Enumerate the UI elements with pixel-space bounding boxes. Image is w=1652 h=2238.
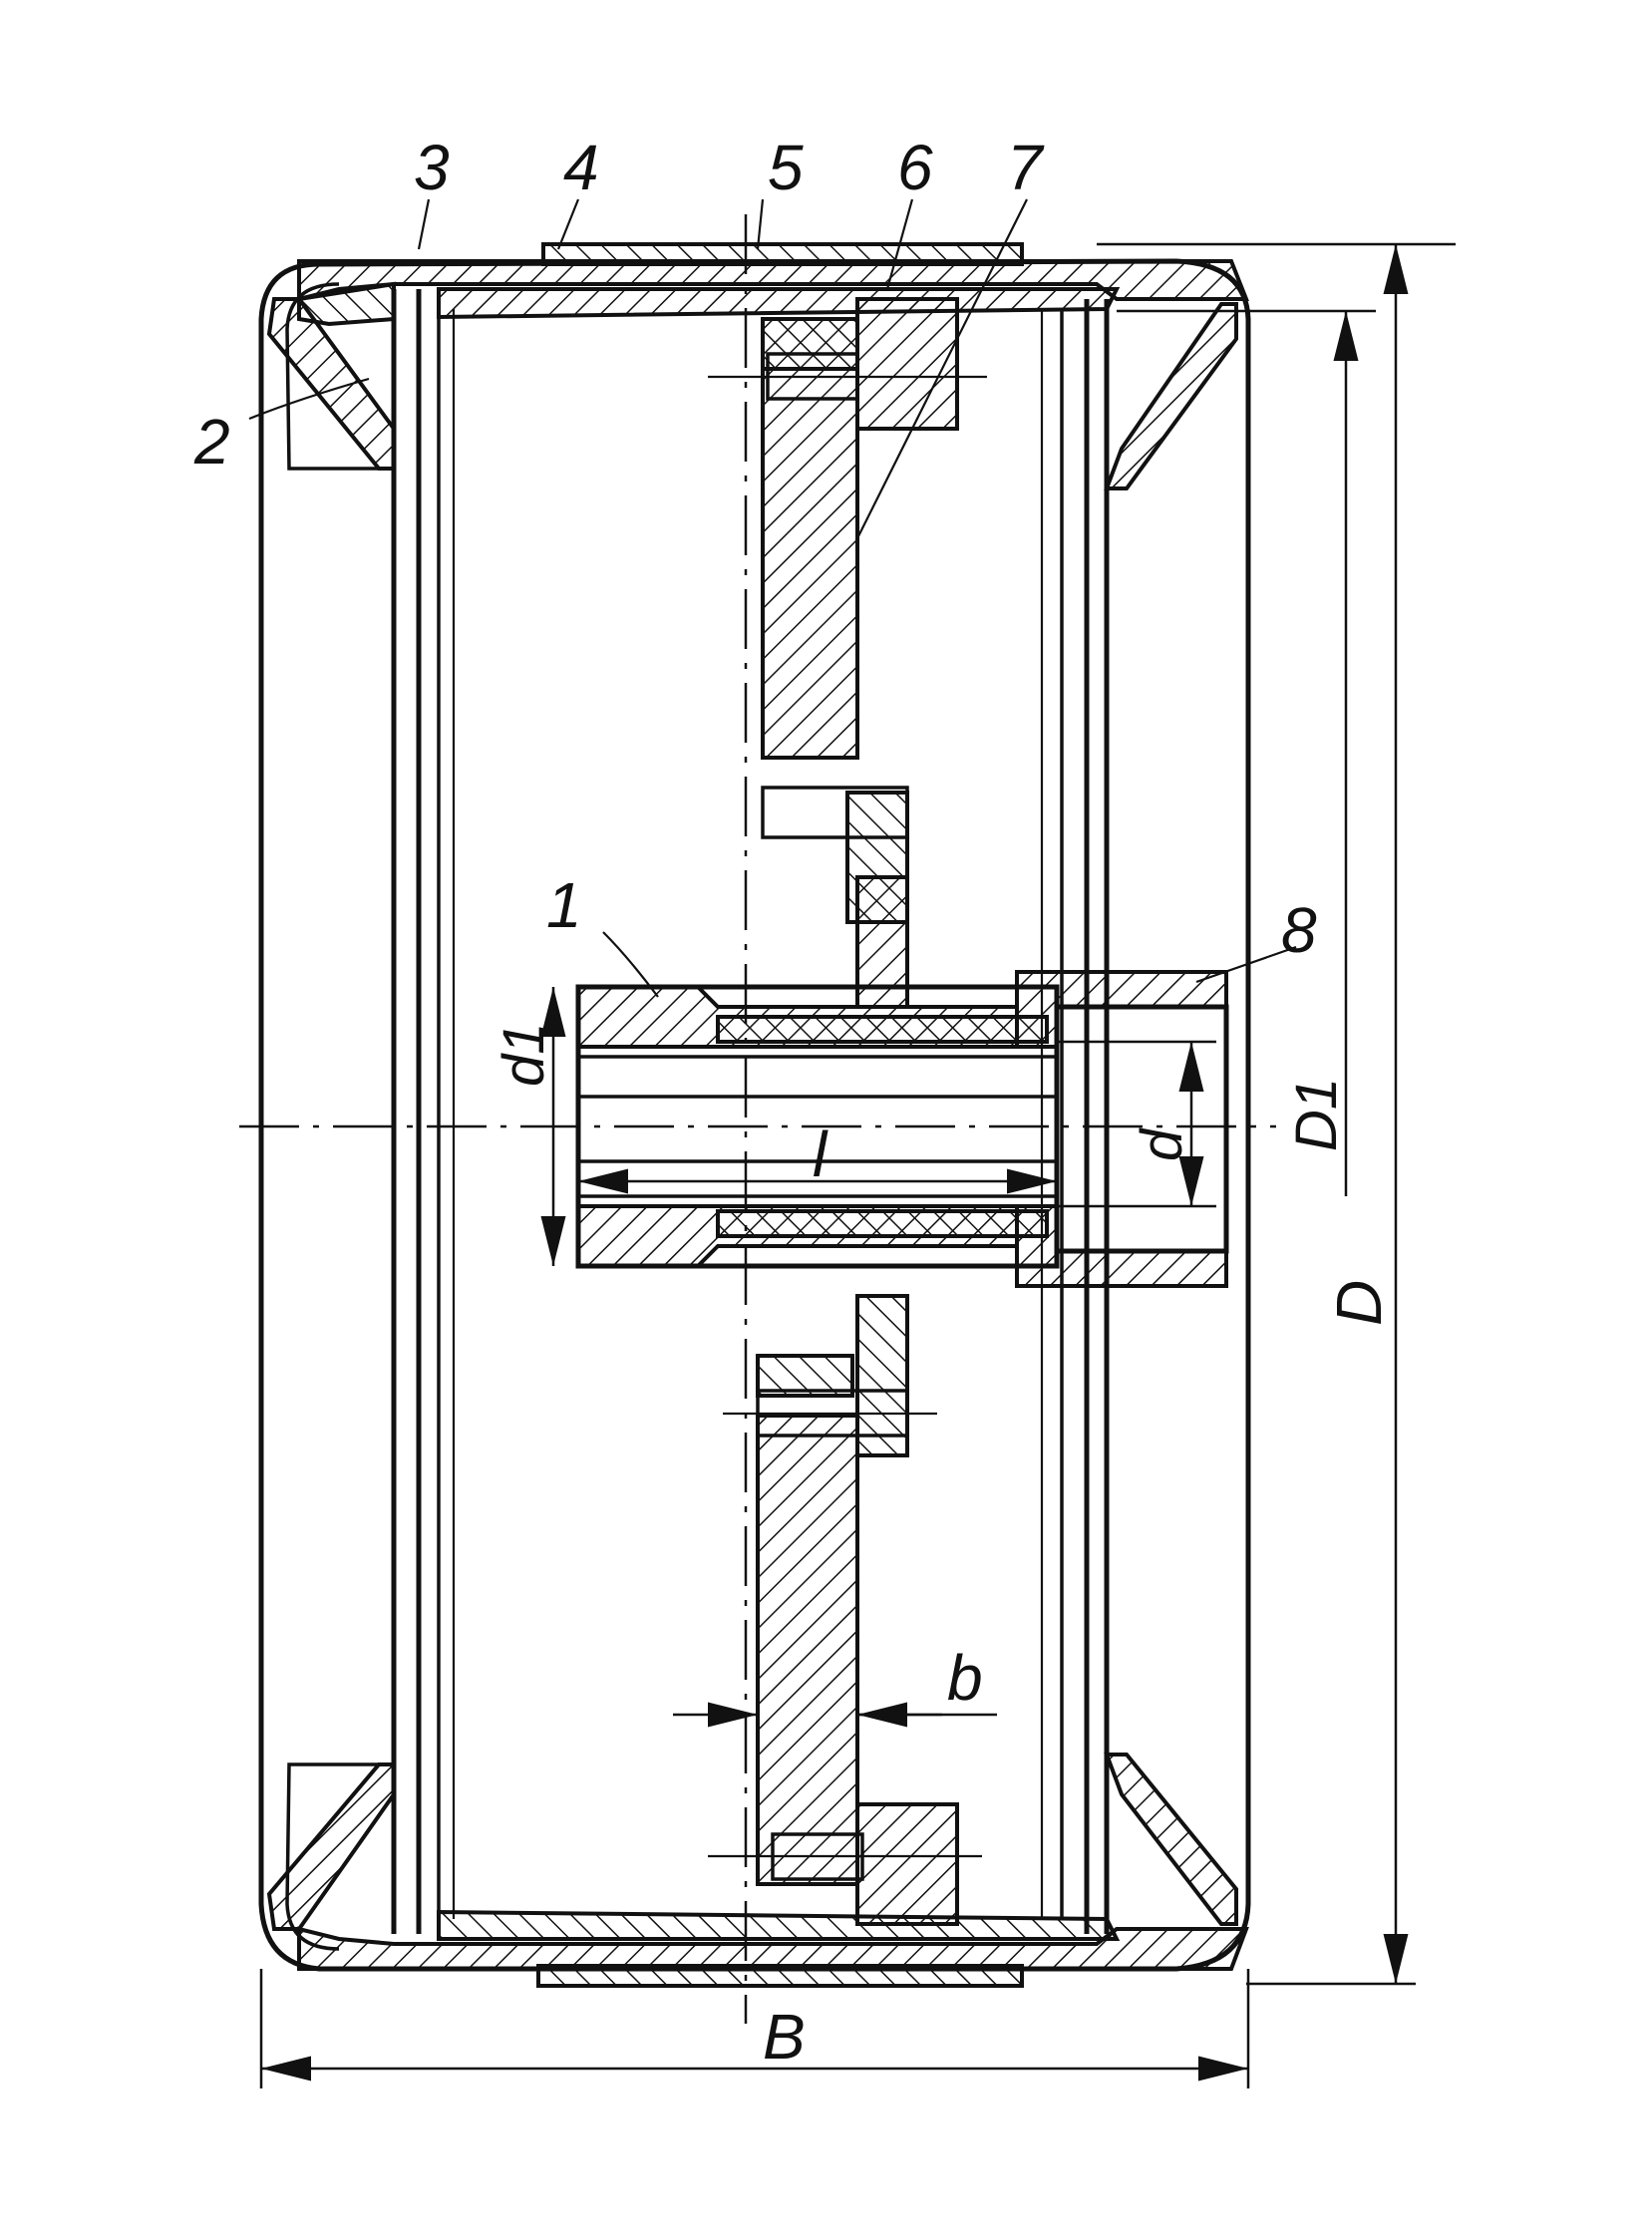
bore [578, 1055, 1057, 1198]
dim-D-line [1097, 242, 1456, 1986]
right-flange-top [1040, 299, 1238, 1934]
part-label-3: 3 [414, 132, 450, 203]
upper-disc [761, 297, 959, 1009]
bushing [1015, 970, 1229, 1288]
dim-B-line [259, 1969, 1250, 2088]
dim-label-D1: D1 [1284, 1078, 1349, 1151]
part-label-4: 4 [563, 132, 599, 203]
dim-label-b: b [947, 1642, 983, 1714]
dim-label-d1: d1 [492, 1022, 556, 1087]
left-flange-bottom [266, 1762, 396, 1931]
dim-label-D: D [1323, 1280, 1395, 1326]
leader-lines [248, 198, 1297, 998]
hub [575, 984, 1060, 1269]
dim-label-B: B [763, 2001, 806, 2073]
part-label-6: 6 [897, 132, 933, 203]
dim-d-line [1057, 1040, 1216, 1208]
part-label-1: 1 [546, 869, 582, 941]
upper-bolt-1 [708, 352, 987, 401]
left-flange-top [266, 289, 456, 1934]
lower-bolt-1 [723, 1389, 937, 1438]
part-label-5: 5 [768, 132, 804, 203]
part-label-2: 2 [193, 406, 230, 478]
dim-D1-line [1117, 309, 1376, 1196]
dim-label-l: l [813, 1119, 828, 1190]
outer-tire [258, 258, 1251, 1972]
right-flange-bottom [1104, 1753, 1238, 1926]
lower-bolt-2 [708, 1832, 982, 1881]
upper-bolt-2 [761, 786, 909, 839]
lower-disc [756, 1294, 959, 1926]
dim-label-d: d [1130, 1127, 1194, 1161]
part-label-8: 8 [1281, 894, 1317, 966]
part-label-7: 7 [1007, 132, 1045, 203]
